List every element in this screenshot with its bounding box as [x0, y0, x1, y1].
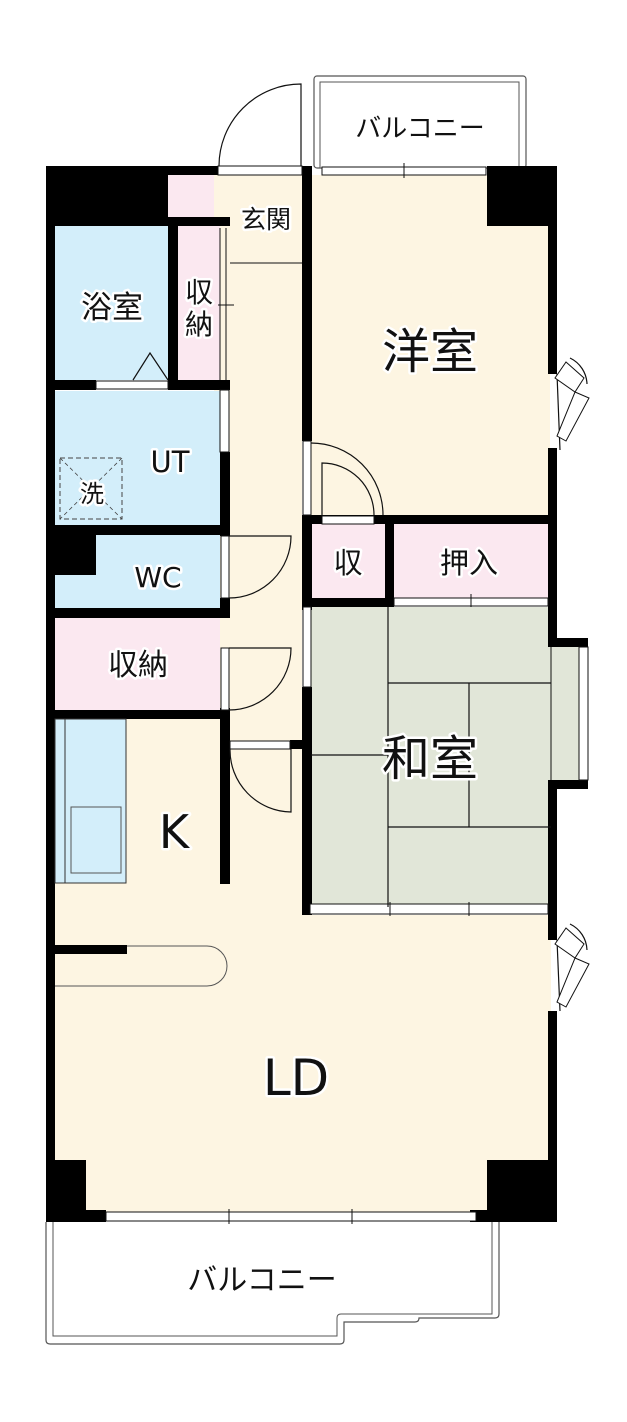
storage-mid-label: 収納 — [108, 648, 168, 683]
western-room-floor — [310, 175, 550, 515]
hall-storage-label-line2: 納 — [185, 308, 213, 341]
kitchen-label: K — [159, 805, 191, 859]
oshiire-label: 押入 — [440, 546, 498, 580]
balcony-top-label: バルコニー — [355, 114, 484, 144]
washer-label: 洗 — [80, 480, 104, 508]
small-storage-floor — [311, 524, 385, 598]
balcony-bottom-label: バルコニー — [187, 1263, 336, 1298]
balcony-top: バルコニー — [313, 75, 527, 169]
japanese-room-label: 和室 — [382, 731, 478, 787]
western-room-label: 洋室 — [382, 324, 478, 380]
bath-label: 浴室 — [81, 290, 143, 326]
oshiire-floor — [394, 524, 550, 598]
storage-mid-floor — [55, 617, 220, 710]
utility-floor — [55, 391, 220, 525]
living-dining-label: LD — [263, 1049, 329, 1107]
fixtures — [54, 457, 552, 987]
small-storage-label: 収 — [333, 546, 362, 580]
walls — [46, 166, 588, 1222]
bath-floor — [55, 226, 169, 380]
hall-storage-label-line1: 収 — [185, 276, 213, 309]
toilet-label: WC — [134, 561, 181, 594]
utility-label: UT — [151, 445, 190, 479]
japanese-room-floor — [311, 607, 551, 907]
kitchen-ld-floor — [55, 718, 551, 1218]
doors — [95, 83, 590, 1012]
hall-storage-floor — [178, 226, 220, 380]
windows — [105, 163, 589, 1224]
balcony-bottom: バルコニー — [45, 1222, 500, 1345]
entrance-label: 玄関 — [241, 205, 291, 234]
